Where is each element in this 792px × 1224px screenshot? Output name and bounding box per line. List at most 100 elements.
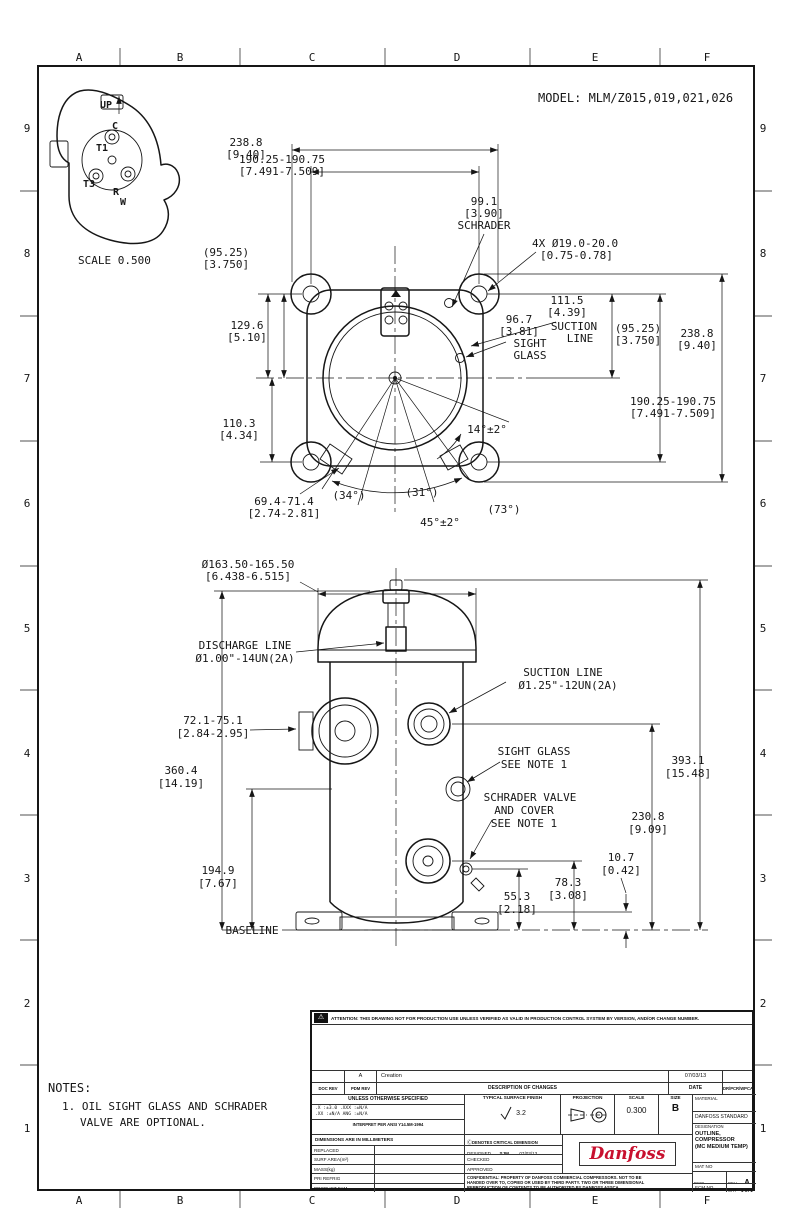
dim-label: [2.84-2.95] (177, 727, 250, 740)
feature-label: SCHRADER VALVE (484, 791, 577, 804)
dim-label: 99.1 (471, 195, 498, 208)
dim-label: [0.42] (601, 864, 641, 877)
zone-row: 9 (24, 122, 31, 135)
dim-label: [14.19] (158, 777, 204, 790)
dim-label: [15.48] (665, 767, 711, 780)
rev-cell: REV A (726, 1171, 756, 1183)
revision-history-area (312, 1024, 752, 1070)
dim-label: 194.9 (201, 864, 234, 877)
zone-row: 5 (24, 622, 31, 635)
dim-label: Ø163.50-165.50 (202, 558, 295, 571)
zone-row: 6 (24, 497, 31, 510)
zone-col: A (76, 51, 83, 64)
designed-date: 07/03/13 (519, 1151, 538, 1155)
designation-line-2: (MC MEDIUM TEMP) (695, 1144, 748, 1150)
dim-label: 10.7 (608, 851, 635, 864)
zone-row: 9 (760, 122, 767, 135)
zone-col: B (177, 51, 184, 64)
top-view-dimensions: 238.8 [9.40] 190.25-190.75 [7.491-7.509]… (203, 136, 728, 529)
terminal-label-up: UP (100, 100, 112, 111)
rev-label: REV (727, 1181, 737, 1183)
designation-cell: DESIGNATION OUTLINE, COMPRESSOR (MC MEDI… (692, 1123, 756, 1162)
feature-label: Ø1.00"-14UN(2A) (195, 652, 294, 665)
zone-row: 1 (24, 1122, 31, 1135)
dim-label: 238.8 (680, 327, 713, 340)
sht-label: SHT (728, 1188, 737, 1192)
logo-cell: Danfoss (562, 1134, 692, 1173)
zone-row: 4 (24, 747, 31, 760)
feature-label: DISCHARGE LINE (199, 639, 292, 652)
zone-row: 6 (760, 497, 767, 510)
tolerance-block: UNLESS OTHERWISE SPECIFIED .X :±3.0 .XXX… (312, 1094, 464, 1134)
angle-label: 45°±2° (420, 516, 460, 529)
dwg-no-label: DWG NO (693, 1181, 704, 1183)
critical-dimension-note: ⒸDENOTES CRITICAL DIMENSION (464, 1134, 562, 1145)
feature-label: SCHRADER (458, 219, 511, 232)
designed-by: SJM (499, 1151, 509, 1155)
mat-no-cell: MAT NO (692, 1162, 756, 1171)
zone-row: 8 (760, 247, 767, 260)
dwg-no-cell: DWG NO0XC8290B (692, 1171, 726, 1183)
attention-text: ATTENTION: THIS DRAWING NOT FOR PRODUCTI… (331, 1015, 700, 1021)
surf-area-value (374, 1154, 464, 1164)
dim-label: [5.10] (227, 331, 267, 344)
replaced-label: REPLACED (312, 1145, 374, 1154)
feature-label: SEE NOTE 1 (491, 817, 557, 830)
critical-dimension-text: DENOTES CRITICAL DIMENSION (472, 1140, 538, 1145)
angle-label: 14°±2° (467, 423, 507, 436)
warning-icon: ⚠ (314, 1013, 328, 1023)
dim-label: [9.40] (677, 339, 717, 352)
attention-banner: ⚠ ATTENTION: THIS DRAWING NOT FOR PRODUC… (312, 1012, 752, 1024)
interpret-note: INTERPRET PER ANSI Y14.5M-1994 (312, 1119, 464, 1129)
dim-label: [3.750] (203, 258, 249, 271)
surface-finish-cell: TYPICAL SURFACE FINISH 3.2 (464, 1094, 560, 1134)
size-label: SIZE (670, 1095, 681, 1100)
ecm-no-cell: ECM NO (692, 1183, 726, 1192)
projection-label: PROJECTION (572, 1095, 603, 1100)
confidential-line: REPRODUCTION OF CONTENTS TO BE AUTHORIZE… (467, 1185, 620, 1191)
zone-col: C (309, 1194, 316, 1207)
dim-label: [3.750] (615, 334, 661, 347)
scale-value: 0.300 (626, 1106, 647, 1115)
mass-label: MASS(kg) (312, 1163, 374, 1173)
tolerance-line-2: .XX :±N/A ANG :±N/A (315, 1112, 368, 1117)
pri-refrig-label: PRI REFRIG (312, 1173, 374, 1182)
size-value: B (671, 1103, 680, 1114)
zone-row: 7 (760, 372, 767, 385)
dim-label: 110.3 (222, 417, 255, 430)
surface-finish-value: 3.2 (516, 1109, 526, 1117)
surface-finish-icon (500, 1106, 512, 1120)
designed-row: DESIGNED SJM 07/03/13 (464, 1145, 562, 1155)
zone-row: 7 (24, 372, 31, 385)
dim-label: [3.90] (464, 207, 504, 220)
sht-value: 1 of 1 (740, 1188, 753, 1192)
terminal-label-t3: T3 (83, 179, 95, 190)
zone-col: F (704, 1194, 711, 1207)
dim-label: 238.8 (229, 136, 262, 149)
dim-label: [3.08] (548, 889, 588, 902)
top-view (256, 246, 534, 514)
zone-col: B (177, 1194, 184, 1207)
rev-entry-rev: A (344, 1070, 376, 1082)
zone-col: F (704, 51, 711, 64)
dim-label: (95.25) (203, 246, 249, 259)
feature-label: SUCTION (551, 320, 597, 333)
sht-cell: SHT 1 of 1 (726, 1183, 756, 1192)
angle-label: (73°) (487, 503, 520, 516)
header-date: DATE (668, 1082, 722, 1094)
feature-label: SEE NOTE 1 (501, 758, 567, 771)
dim-label: [6.438-6.515] (205, 570, 291, 583)
rev-entry-date: 07/03/13 (668, 1070, 722, 1082)
dim-label: 96.7 (506, 313, 533, 326)
product-fam-value (374, 1182, 464, 1192)
zone-labels: A B C D E F A B C D E F 9 8 7 6 5 4 3 2 … (24, 51, 767, 1207)
dim-label: [4.39] (547, 306, 587, 319)
dim-label: 190.25-190.75 (239, 153, 325, 166)
rev-entry-docrev (312, 1070, 344, 1082)
zone-col: C (309, 51, 316, 64)
pri-refrig-value (374, 1173, 464, 1183)
note-line: VALVE ARE OPTIONAL. (80, 1116, 206, 1129)
header-description: DESCRIPTION OF CHANGES (376, 1082, 668, 1094)
